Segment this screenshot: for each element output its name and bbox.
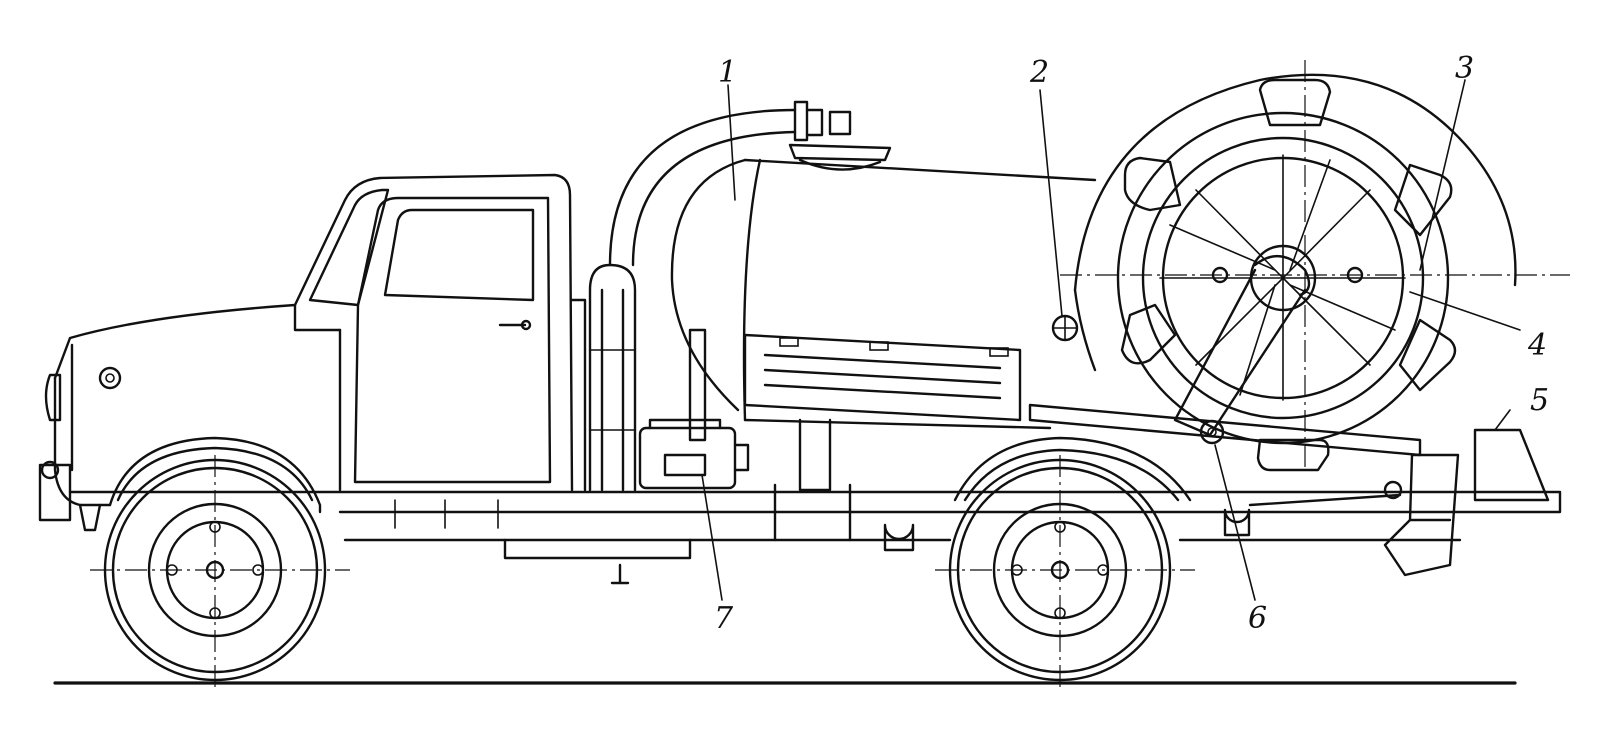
- callout-3: 3: [1455, 51, 1474, 86]
- callout-4: 4: [1527, 328, 1547, 363]
- chassis-frame: [68, 490, 1562, 585]
- callout-5: 5: [1530, 383, 1549, 418]
- vacuum-pump: [638, 418, 750, 490]
- callout-2: 2: [1029, 55, 1049, 90]
- callout-1: 1: [718, 55, 737, 90]
- leader-lines: [701, 79, 1521, 601]
- callout-7: 7: [714, 601, 734, 636]
- hose-reel: [1060, 60, 1570, 472]
- vacuum-hose: [608, 100, 852, 267]
- callout-6: 6: [1248, 601, 1267, 636]
- front-wheel: [90, 455, 350, 690]
- rear-wheel: [935, 436, 1195, 690]
- tank: [670, 143, 1422, 542]
- rear-nozzle: [1383, 428, 1550, 577]
- cab: [38, 173, 587, 532]
- separator-column: [588, 263, 707, 492]
- callouts: 1 2 3 4 5 6 7: [714, 51, 1549, 636]
